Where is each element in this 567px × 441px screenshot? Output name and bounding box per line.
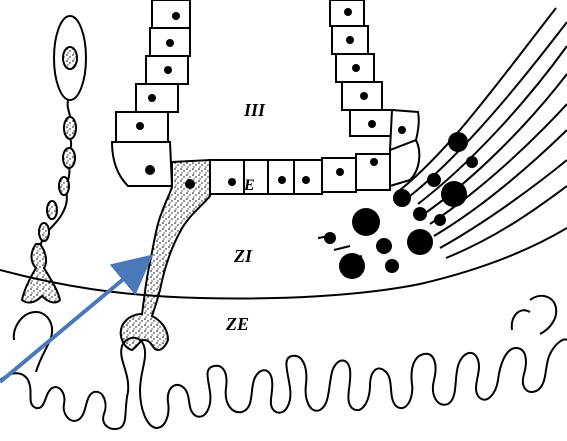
epithelial-cell xyxy=(136,84,178,112)
epithelial-cell xyxy=(112,142,172,186)
outer-surface xyxy=(0,338,567,429)
epithelial-gland xyxy=(112,0,419,194)
neuroendocrine-cell xyxy=(121,160,210,350)
label-outer-zone: ZE xyxy=(225,314,249,334)
epithelial-cell xyxy=(152,0,190,28)
papilla-edge xyxy=(530,296,556,334)
axon-terminal xyxy=(22,244,60,303)
zone-boundary xyxy=(0,228,567,298)
axon-bead xyxy=(59,177,69,195)
axon-bead xyxy=(63,148,75,168)
neuron-nucleus xyxy=(63,47,77,69)
label-inner-zone: ZI xyxy=(233,246,253,266)
epithelial-cell xyxy=(210,160,244,194)
axon-bead xyxy=(39,223,49,241)
axon-bead xyxy=(64,117,76,139)
axon-bead xyxy=(47,201,57,219)
neuron-chain xyxy=(22,16,86,303)
papilla-edge xyxy=(512,310,530,330)
label-lumen: III xyxy=(243,100,266,120)
label-epithelium: E xyxy=(243,177,255,194)
